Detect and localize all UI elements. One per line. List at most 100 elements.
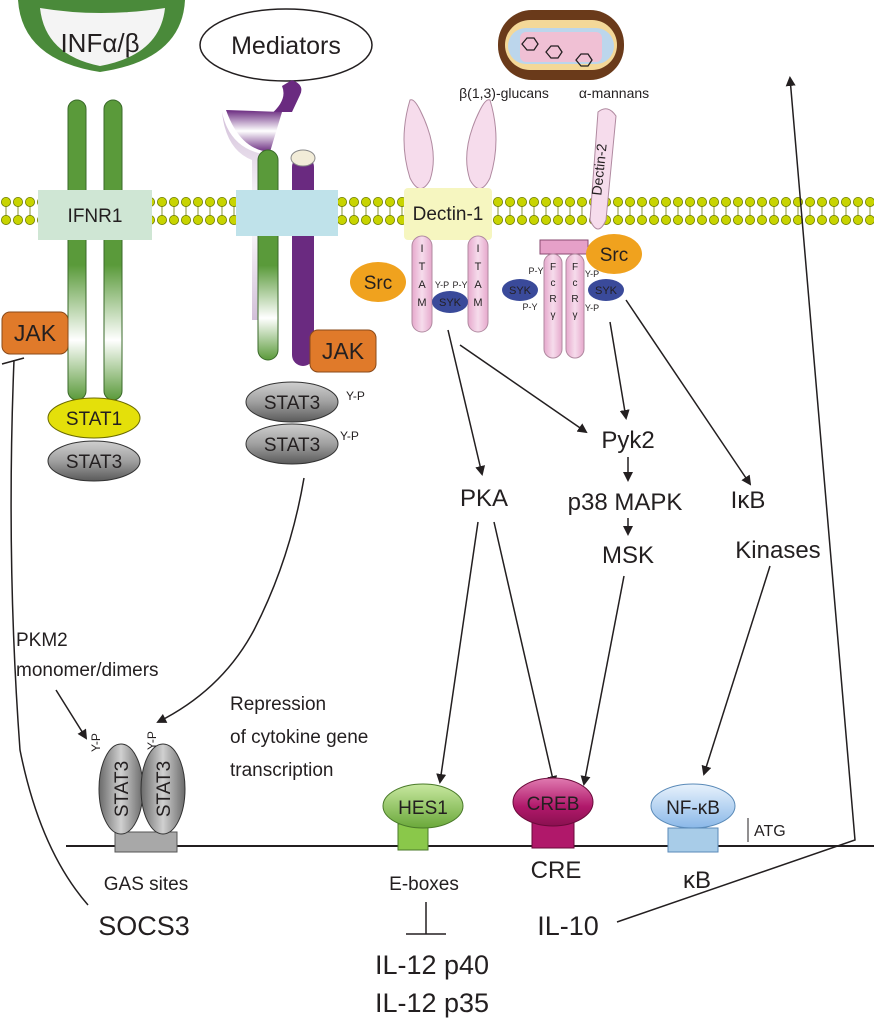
yp-d2-top-label: Y-P (585, 269, 599, 279)
fcr-right: F c R γ (571, 262, 578, 321)
membrane-lipid-bead (216, 196, 227, 207)
membrane-lipid-bead (781, 214, 792, 225)
membrane-lipid-bead (673, 214, 684, 225)
membrane-lipid-bead (865, 215, 874, 225)
membrane-lipid-bead (853, 196, 864, 207)
membrane-lipid-bead (541, 214, 552, 225)
membrane-lipid-bead (180, 214, 191, 225)
membrane-lipid-bead (745, 196, 756, 207)
membrane-lipid-bead (721, 196, 732, 207)
svg-text:F: F (550, 262, 556, 273)
membrane-lipid-bead (697, 214, 708, 225)
hes1-factor: HES1 (382, 783, 464, 851)
stat3-dna-left-label: STAT3 (112, 761, 133, 817)
membrane-lipid-bead (625, 214, 636, 225)
ifnr1-label: IFNR1 (68, 206, 123, 227)
py-d2-bottom-label: P-Y (522, 302, 537, 312)
repression-label-2: of cytokine gene (230, 727, 368, 748)
syk-d2-left-label: SYK (509, 285, 532, 297)
membrane-lipid-bead (360, 214, 371, 225)
dectin2-receptor: Dectin-2 (539, 108, 617, 359)
fungal-particle: β(1,3)-glucans α-mannans (459, 10, 649, 101)
membrane-lipid-bead (661, 214, 672, 225)
membrane-lipid-bead (649, 196, 660, 207)
il12-p40-label: IL-12 p40 (375, 950, 489, 980)
stat1-left: STAT1 (47, 397, 141, 439)
membrane-lipid-bead (817, 214, 828, 225)
membrane-lipid-bead (613, 214, 624, 225)
membrane-lipid-bead (649, 214, 660, 225)
svg-text:F: F (572, 262, 578, 273)
membrane-lipid-bead (637, 214, 648, 225)
membrane-lipid-bead (757, 196, 768, 207)
svg-text:T: T (419, 261, 426, 273)
membrane-lipid-bead (492, 214, 503, 225)
pyk2-label: Pyk2 (601, 427, 654, 454)
fcr-left: F c R γ (549, 262, 556, 321)
svg-text:c: c (551, 278, 556, 289)
jak-right-label: JAK (322, 338, 365, 364)
svg-text:M: M (473, 297, 482, 309)
membrane-lipid-bead (204, 214, 215, 225)
membrane-lipid-bead (336, 196, 347, 207)
membrane-lipid-bead (168, 196, 179, 207)
cre-label: CRE (531, 857, 582, 884)
membrane-lipid-bead (204, 196, 215, 207)
yp-dectin1-label: Y-P (435, 280, 449, 290)
membrane-lipid-bead (781, 196, 792, 207)
kb-label: κB (683, 867, 711, 894)
msk-label: MSK (602, 542, 654, 569)
membrane-lipid-bead (156, 214, 167, 225)
membrane-lipid-bead (805, 196, 816, 207)
membrane-lipid-bead (372, 214, 383, 225)
atg-label: ATG (754, 823, 786, 840)
yp-dna-left-label: Y-P (89, 733, 103, 752)
membrane-lipid-bead (577, 214, 588, 225)
membrane-lipid-bead (1, 196, 11, 207)
membrane-lipid-bead (769, 214, 780, 225)
membrane-lipid-bead (565, 196, 576, 207)
membrane-lipid-bead (709, 196, 720, 207)
yp-upper-label: Y-P (346, 389, 365, 403)
itam-right: I T A M (473, 243, 482, 309)
membrane-lipid-bead (192, 214, 203, 225)
membrane-lipid-bead (757, 214, 768, 225)
hes1-label: HES1 (398, 798, 448, 819)
membrane-lipid-bead (733, 214, 744, 225)
membrane-lipid-bead (1, 214, 11, 225)
membrane-lipid-bead (805, 214, 816, 225)
membrane-lipid-bead (348, 196, 359, 207)
stat3-lower-label: STAT3 (264, 435, 320, 456)
src-dectin1-label: Src (364, 273, 393, 294)
stat1-label: STAT1 (66, 409, 122, 430)
syk-dectin1: SYK Y-P P-Y (432, 280, 468, 313)
ikb-kinases-label: Kinases (735, 537, 820, 564)
membrane-lipid-bead (541, 196, 552, 207)
membrane-lipid-bead (865, 197, 874, 207)
membrane-lipid-bead (553, 196, 564, 207)
membrane-lipid-bead (180, 196, 191, 207)
il10-label: IL-10 (537, 911, 599, 941)
jak-right: JAK (309, 329, 377, 373)
membrane-lipid-bead (661, 196, 672, 207)
membrane-lipid-bead (685, 196, 696, 207)
stat3-dna-right-label: STAT3 (154, 761, 175, 817)
membrane-lipid-bead (504, 214, 515, 225)
py-dectin1-label: P-Y (452, 280, 467, 290)
pkm2-label: PKM2 (16, 630, 68, 651)
svg-text:γ: γ (551, 310, 556, 321)
membrane-lipid-bead (168, 214, 179, 225)
syk-dectin1-label: SYK (439, 297, 462, 309)
svg-text:M: M (417, 297, 426, 309)
eboxes-label: E-boxes (389, 874, 459, 895)
creb-factor: CREB (512, 777, 594, 849)
ifn-ligand-label: INFα/β (60, 28, 139, 58)
membrane-lipid-bead (517, 196, 528, 207)
membrane-lipid-bead (721, 214, 732, 225)
repression-label-1: Repression (230, 694, 326, 715)
membrane-lipid-bead (192, 196, 203, 207)
il12-p35-label: IL-12 p35 (375, 988, 489, 1018)
gas-sites-label: GAS sites (104, 874, 188, 895)
yp-lower-label: Y-P (340, 429, 359, 443)
